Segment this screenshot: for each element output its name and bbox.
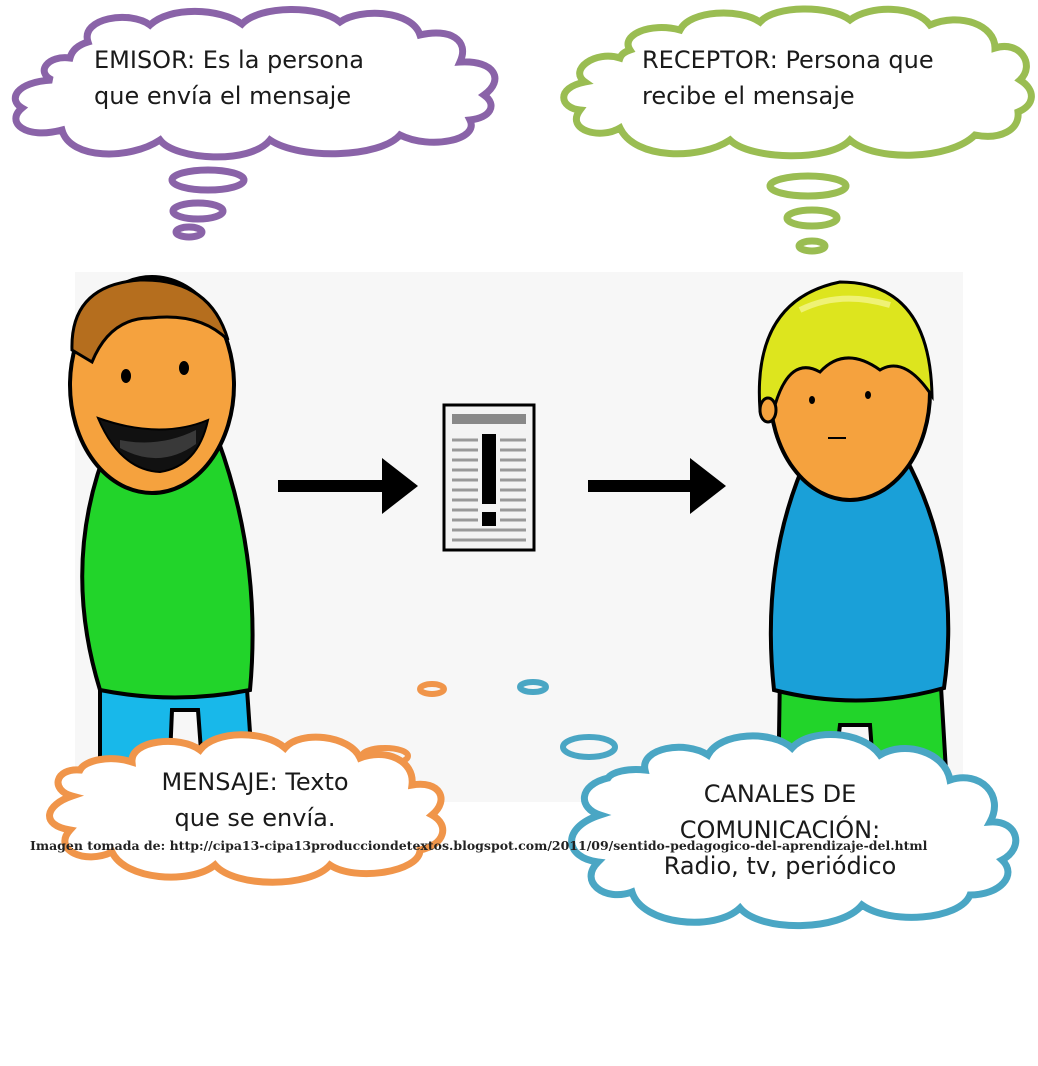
- canales-line1: CANALES DE: [703, 780, 857, 808]
- canales-label: CANALES DE COMUNICACIÓN: Radio, tv, peri…: [630, 776, 930, 884]
- emisor-key: EMISOR:: [94, 46, 196, 74]
- canales-line3: Radio, tv, periódico: [663, 852, 897, 880]
- emisor-line2: que envía el mensaje: [94, 82, 352, 110]
- receptor-line2: recibe el mensaje: [642, 82, 855, 110]
- mensaje-line2: que se envía.: [174, 804, 336, 832]
- emisor-trail: [168, 166, 248, 241]
- receiver-body: [768, 453, 951, 703]
- receiver-person: [757, 280, 951, 807]
- receptor-key: RECEPTOR:: [642, 46, 778, 74]
- receptor-rest: Persona que: [777, 46, 934, 74]
- canales-cloud: [568, 730, 1020, 930]
- emisor-rest: Es la persona: [195, 46, 365, 74]
- message-document: [442, 403, 536, 552]
- arrow-sender-to-message: [278, 458, 418, 514]
- receptor-trail: [766, 172, 850, 255]
- emisor-cloud: [11, 6, 499, 161]
- receiver-eye-right: [865, 391, 871, 399]
- arrow-message-to-receiver: [588, 458, 726, 514]
- sender-hair: [70, 278, 230, 365]
- sender-body: [80, 438, 255, 700]
- receptor-label: RECEPTOR: Persona que recibe el mensaje: [642, 42, 942, 114]
- image-source-caption: Imagen tomada de: http://cipa13-cipa13pr…: [30, 838, 928, 853]
- mensaje-rest: Texto: [277, 768, 349, 796]
- mensaje-cloud: [46, 731, 447, 886]
- sender-person: [68, 275, 258, 807]
- canales-line2: COMUNICACIÓN:: [679, 816, 881, 844]
- receiver-hair: [757, 280, 934, 413]
- receiver-eye-left: [809, 396, 815, 404]
- sender-eye-left: [121, 369, 131, 383]
- receptor-cloud: [560, 5, 1035, 160]
- mensaje-key: MENSAJE:: [161, 768, 278, 796]
- mensaje-label: MENSAJE: Texto que se envía.: [110, 764, 400, 836]
- sender-eye-right: [179, 361, 189, 375]
- emisor-label: EMISOR: Es la persona que envía el mensa…: [94, 42, 384, 114]
